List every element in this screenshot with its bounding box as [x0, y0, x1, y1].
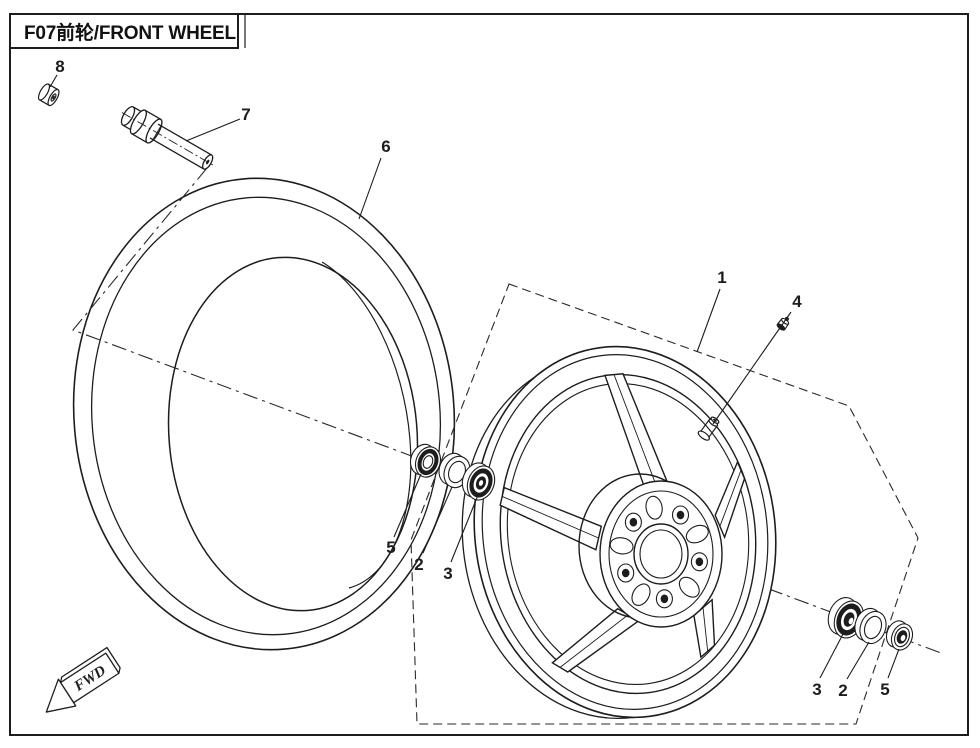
- leader-1: [696, 288, 721, 353]
- leader-3-left: [450, 494, 479, 563]
- bearing-right: [827, 597, 865, 639]
- assembly-axis-line: [72, 167, 942, 654]
- leader-8: [49, 74, 58, 88]
- leader-6: [358, 157, 382, 220]
- fwd-arrowhead: [45, 678, 77, 713]
- callout-valve-cap: 4: [792, 292, 802, 311]
- callout-oil-seal-right: 5: [880, 680, 889, 699]
- hub-cutouts: [609, 495, 709, 606]
- callout-tire: 6: [381, 137, 390, 156]
- callout-bearing-left: 3: [443, 564, 452, 583]
- callout-axle-bushing: 8: [55, 57, 64, 76]
- oil-seal-right: [885, 620, 914, 651]
- callout-wheel-rim: 1: [717, 268, 726, 287]
- hub-bolt-holes: [617, 505, 708, 609]
- wheel-hub: [578, 473, 723, 628]
- callout-oil-seal-left: 5: [386, 538, 395, 557]
- leader-4: [712, 311, 792, 425]
- callout-spacer-right: 2: [838, 681, 847, 700]
- tire-far-bead-edge: [321, 261, 412, 589]
- leader-7: [185, 118, 241, 142]
- hub-bore: [633, 523, 689, 585]
- spoke: [499, 486, 603, 551]
- oil-seal-left: [409, 443, 442, 478]
- assembly-boundary-dashes: [410, 283, 919, 725]
- fwd-arrow: FWD: [45, 646, 121, 713]
- leader-5-right: [887, 648, 900, 679]
- wheel-rim: [461, 345, 777, 720]
- spacer-right: [854, 607, 887, 645]
- page-border: [9, 13, 969, 736]
- title-block: F07前轮/FRONT WHEEL: [9, 13, 246, 49]
- leader-5-left: [393, 473, 422, 538]
- spokes: [499, 373, 746, 673]
- axle-bushing: [37, 83, 60, 107]
- tire: [72, 177, 456, 651]
- bearing-left: [461, 462, 496, 501]
- leader-2-right: [846, 641, 870, 680]
- page-title: F07前轮/FRONT WHEEL: [24, 21, 237, 44]
- leader-lines: [49, 74, 900, 680]
- leader-2-left: [422, 486, 453, 554]
- callout-axle: 7: [241, 105, 250, 124]
- title-box: [9, 13, 239, 49]
- leader-3-right: [819, 633, 844, 679]
- callout-bearing-right: 3: [812, 680, 821, 699]
- callout-labels: 1 2 3 4 5 6 7 8 3 2 5: [55, 57, 889, 700]
- spoke: [693, 598, 716, 659]
- axle: [120, 105, 215, 170]
- callout-spacer-left: 2: [414, 555, 423, 574]
